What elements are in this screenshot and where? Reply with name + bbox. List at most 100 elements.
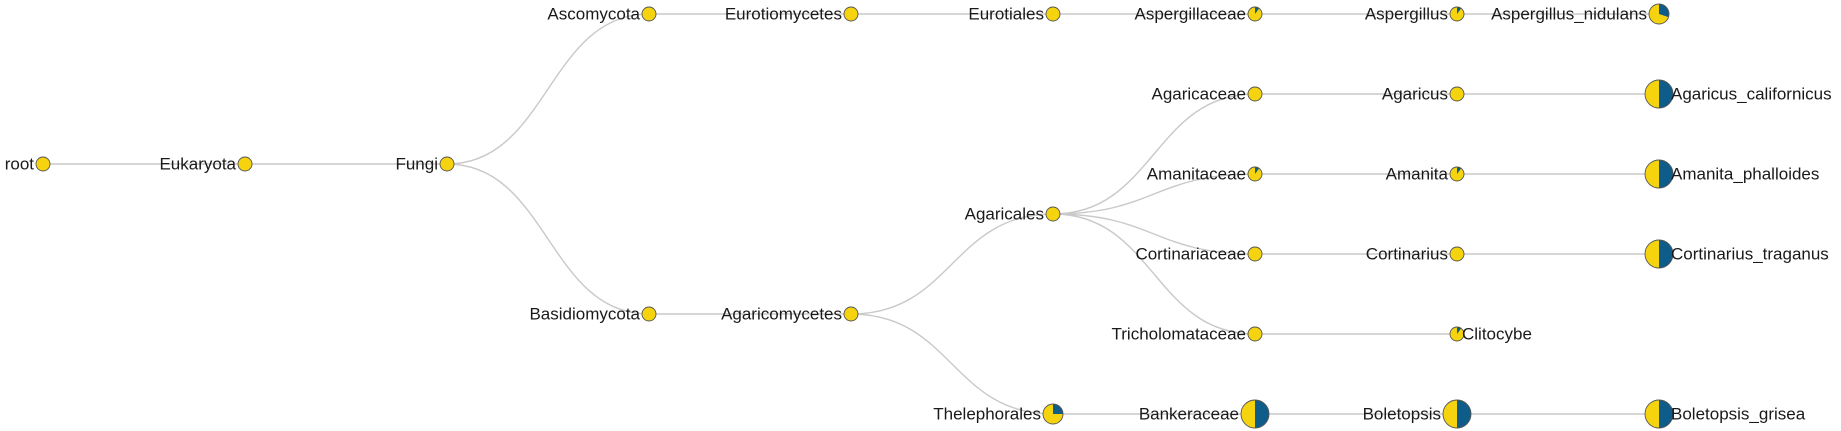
link-agaricomycetes-agaricales — [850, 213, 1054, 315]
pie-base-cortinariaceae — [1248, 247, 1262, 261]
pie-outline-basidiomycota — [641, 306, 657, 322]
node-label-clitocybe: Clitocybe — [1462, 325, 1532, 344]
pie-outline-eurotiomycetes — [843, 6, 859, 22]
node-agaricales[interactable]: Agaricales — [965, 205, 1061, 224]
node-label-boletopsis_grisea: Boletopsis_grisea — [1671, 405, 1806, 424]
node-label-thelephorales: Thelephorales — [933, 405, 1041, 424]
node-label-aspergillaceae: Aspergillaceae — [1134, 5, 1246, 24]
node-fungi[interactable]: Fungi — [395, 155, 455, 174]
node-label-cortinariaceae: Cortinariaceae — [1135, 245, 1246, 264]
pie-slice-amanita — [1457, 167, 1462, 174]
pie-slice-thelephorales — [1053, 404, 1063, 414]
link-agaricales-agaricaceae — [1052, 93, 1256, 215]
pie-outline-agaricales — [1045, 206, 1061, 222]
pie-base-fungi — [440, 157, 454, 171]
node-label-amanita: Amanita — [1386, 165, 1449, 184]
node-label-basidiomycota: Basidiomycota — [529, 305, 640, 324]
node-boletopsis[interactable]: Boletopsis — [1363, 399, 1472, 429]
pie-slice-bankeraceae — [1255, 400, 1269, 428]
pie-base-tricholomataceae — [1248, 327, 1262, 341]
node-label-cortinarius_traganus: Cortinarius_traganus — [1671, 245, 1829, 264]
pie-slice-aspergillaceae — [1255, 7, 1260, 14]
pie-base-basidiomycota — [642, 307, 656, 321]
node-eurotiomycetes[interactable]: Eurotiomycetes — [725, 5, 859, 24]
node-aspergillus[interactable]: Aspergillus — [1365, 5, 1465, 24]
pie-outline-fungi — [439, 156, 455, 172]
pie-slice-aspergillus — [1457, 7, 1462, 14]
pie-outline-amanita — [1449, 166, 1465, 182]
node-label-amanita_phalloides: Amanita_phalloides — [1671, 165, 1819, 184]
pie-slice-amanitaceae — [1255, 167, 1260, 174]
node-amanita[interactable]: Amanita — [1386, 165, 1465, 184]
node-aspergillaceae[interactable]: Aspergillaceae — [1134, 5, 1263, 24]
pie-outline-bankeraceae — [1240, 399, 1270, 429]
node-cortinariaceae[interactable]: Cortinariaceae — [1135, 245, 1263, 264]
node-eukaryota[interactable]: Eukaryota — [159, 155, 253, 174]
pie-outline-amanita_phalloides — [1644, 159, 1674, 189]
pie-slice-aspergillus_nidulans — [1659, 4, 1669, 18]
pie-outline-cortinarius — [1449, 246, 1465, 262]
node-agaricus_californicus[interactable]: Agaricus_californicus — [1644, 79, 1832, 109]
node-eurotiales[interactable]: Eurotiales — [968, 5, 1061, 24]
pie-outline-ascomycota — [641, 6, 657, 22]
pie-base-ascomycota — [642, 7, 656, 21]
node-amanitaceae[interactable]: Amanitaceae — [1147, 165, 1263, 184]
node-cortinarius[interactable]: Cortinarius — [1366, 245, 1465, 264]
pie-slice-clitocybe — [1457, 327, 1462, 334]
node-cortinarius_traganus[interactable]: Cortinarius_traganus — [1644, 239, 1829, 269]
pie-outline-eukaryota — [237, 156, 253, 172]
link-agaricales-amanitaceae — [1052, 173, 1256, 215]
pie-outline-agaricaceae — [1247, 86, 1263, 102]
pie-outline-thelephorales — [1042, 403, 1064, 425]
node-agaricus[interactable]: Agaricus — [1382, 85, 1465, 104]
node-tricholomataceae[interactable]: Tricholomataceae — [1112, 325, 1263, 344]
node-label-eurotiales: Eurotiales — [968, 5, 1044, 24]
node-label-agaricus_californicus: Agaricus_californicus — [1671, 85, 1832, 104]
pie-base-cortinarius — [1450, 247, 1464, 261]
pie-outline-aspergillus_nidulans — [1648, 3, 1670, 25]
node-thelephorales[interactable]: Thelephorales — [933, 403, 1064, 425]
link-agaricales-cortinariaceae — [1052, 213, 1256, 255]
node-label-aspergillus_nidulans: Aspergillus_nidulans — [1491, 5, 1647, 24]
pie-outline-boletopsis — [1442, 399, 1472, 429]
pie-slice-boletopsis_grisea — [1659, 400, 1673, 428]
pie-base-eurotiomycetes — [844, 7, 858, 21]
pie-outline-cortinariaceae — [1247, 246, 1263, 262]
pie-outline-agaricomycetes — [843, 306, 859, 322]
node-label-amanitaceae: Amanitaceae — [1147, 165, 1246, 184]
node-label-ascomycota: Ascomycota — [547, 5, 640, 24]
node-agaricaceae[interactable]: Agaricaceae — [1151, 85, 1263, 104]
node-aspergillus_nidulans[interactable]: Aspergillus_nidulans — [1491, 3, 1670, 25]
node-basidiomycota[interactable]: Basidiomycota — [529, 305, 657, 324]
pie-slice-cortinarius_traganus — [1659, 240, 1673, 268]
pie-outline-tricholomataceae — [1247, 326, 1263, 342]
node-label-boletopsis: Boletopsis — [1363, 405, 1441, 424]
node-boletopsis_grisea[interactable]: Boletopsis_grisea — [1644, 399, 1806, 429]
node-ascomycota[interactable]: Ascomycota — [547, 5, 657, 24]
node-label-agaricales: Agaricales — [965, 205, 1044, 224]
node-label-aspergillus: Aspergillus — [1365, 5, 1448, 24]
pie-base-eukaryota — [238, 157, 252, 171]
link-agaricales-tricholomataceae — [1052, 213, 1256, 335]
node-label-eurotiomycetes: Eurotiomycetes — [725, 5, 842, 24]
tree-links — [43, 13, 1659, 415]
node-clitocybe[interactable]: Clitocybe — [1449, 325, 1532, 344]
node-root[interactable]: root — [5, 155, 51, 174]
node-label-agaricomycetes: Agaricomycetes — [721, 305, 842, 324]
pie-base-agaricomycetes — [844, 307, 858, 321]
pie-outline-cortinarius_traganus — [1644, 239, 1674, 269]
link-agaricomycetes-thelephorales — [850, 313, 1054, 415]
pie-slice-amanita_phalloides — [1659, 160, 1673, 188]
node-amanita_phalloides[interactable]: Amanita_phalloides — [1644, 159, 1819, 189]
node-bankeraceae[interactable]: Bankeraceae — [1139, 399, 1270, 429]
pie-outline-clitocybe — [1449, 326, 1465, 342]
node-label-agaricaceae: Agaricaceae — [1151, 85, 1246, 104]
node-agaricomycetes[interactable]: Agaricomycetes — [721, 305, 859, 324]
pie-outline-aspergillus — [1449, 6, 1465, 22]
link-fungi-ascomycota — [446, 13, 650, 165]
pie-slice-boletopsis — [1457, 400, 1471, 428]
pie-base-agaricus — [1450, 87, 1464, 101]
pie-base-agaricales — [1046, 207, 1060, 221]
pie-outline-aspergillaceae — [1247, 6, 1263, 22]
